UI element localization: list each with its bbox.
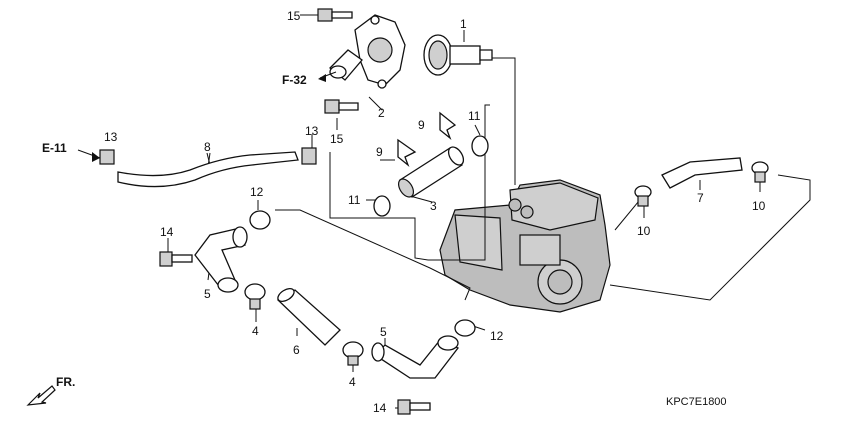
clamp-4-lower (342, 341, 364, 366)
o-ring-11-upper (471, 135, 489, 157)
bolt-14-upper (159, 251, 193, 267)
ref-f32: F-32 (282, 73, 307, 87)
hose-6 (276, 287, 341, 346)
callout-5b: 5 (380, 325, 387, 339)
clamp-10-right (751, 161, 769, 183)
clamp-4-upper (244, 283, 266, 310)
callouts: 1 2 3 4 4 5 5 6 7 8 9 9 10 10 11 11 12 1… (104, 9, 766, 415)
thermostat-1 (423, 34, 493, 76)
callout-5a: 5 (204, 287, 211, 301)
elbow-pipe-5-lower (371, 335, 460, 379)
hose-7 (661, 157, 743, 189)
engine-block (439, 179, 611, 313)
callout-4a: 4 (252, 324, 259, 338)
callout-4b: 4 (349, 375, 356, 389)
callout-1: 1 (460, 17, 467, 31)
ref-e11: E-11 (42, 141, 67, 155)
callout-11a: 11 (468, 109, 481, 123)
o-ring-12-upper (249, 210, 271, 230)
thermostat-cover-2 (329, 14, 406, 89)
clamp-13-right (301, 147, 317, 165)
callout-6: 6 (293, 343, 300, 357)
elbow-pipe-5-upper (194, 226, 248, 293)
callout-14b: 14 (373, 401, 387, 415)
o-ring-12-lower (454, 319, 476, 337)
clip-9-lower (397, 138, 417, 167)
diagram-code: KPC7E1800 (666, 396, 727, 408)
f32-arrow-icon (318, 71, 337, 82)
callout-3: 3 (430, 199, 437, 213)
callout-15b: 15 (330, 132, 344, 146)
clamp-13-left (99, 149, 115, 165)
callout-9a: 9 (418, 118, 425, 132)
callout-13a: 13 (104, 130, 118, 144)
front-arrow-icon (26, 385, 56, 406)
callout-14a: 14 (160, 225, 174, 239)
water-pipe-3 (397, 146, 465, 198)
o-ring-11-lower (373, 195, 391, 217)
callout-11b: 11 (348, 193, 361, 207)
callout-10b: 10 (752, 199, 766, 213)
callout-7: 7 (697, 191, 704, 205)
hose-8 (117, 151, 299, 188)
bolt-15-top (317, 8, 353, 22)
callout-2: 2 (378, 106, 385, 120)
callout-9b: 9 (376, 145, 383, 159)
clip-9-upper (439, 111, 457, 140)
bolt-15-lower (324, 99, 359, 114)
direction-label: FR. (56, 375, 75, 389)
e11-arrow-icon (77, 149, 101, 162)
callout-13b: 13 (305, 124, 319, 138)
clamp-10-left (634, 185, 652, 207)
callout-10a: 10 (637, 224, 651, 238)
callout-8: 8 (204, 140, 211, 154)
callout-12a: 12 (250, 185, 264, 199)
callout-12b: 12 (490, 329, 504, 343)
callout-15a: 15 (287, 9, 301, 23)
bolt-14-lower (397, 399, 431, 415)
